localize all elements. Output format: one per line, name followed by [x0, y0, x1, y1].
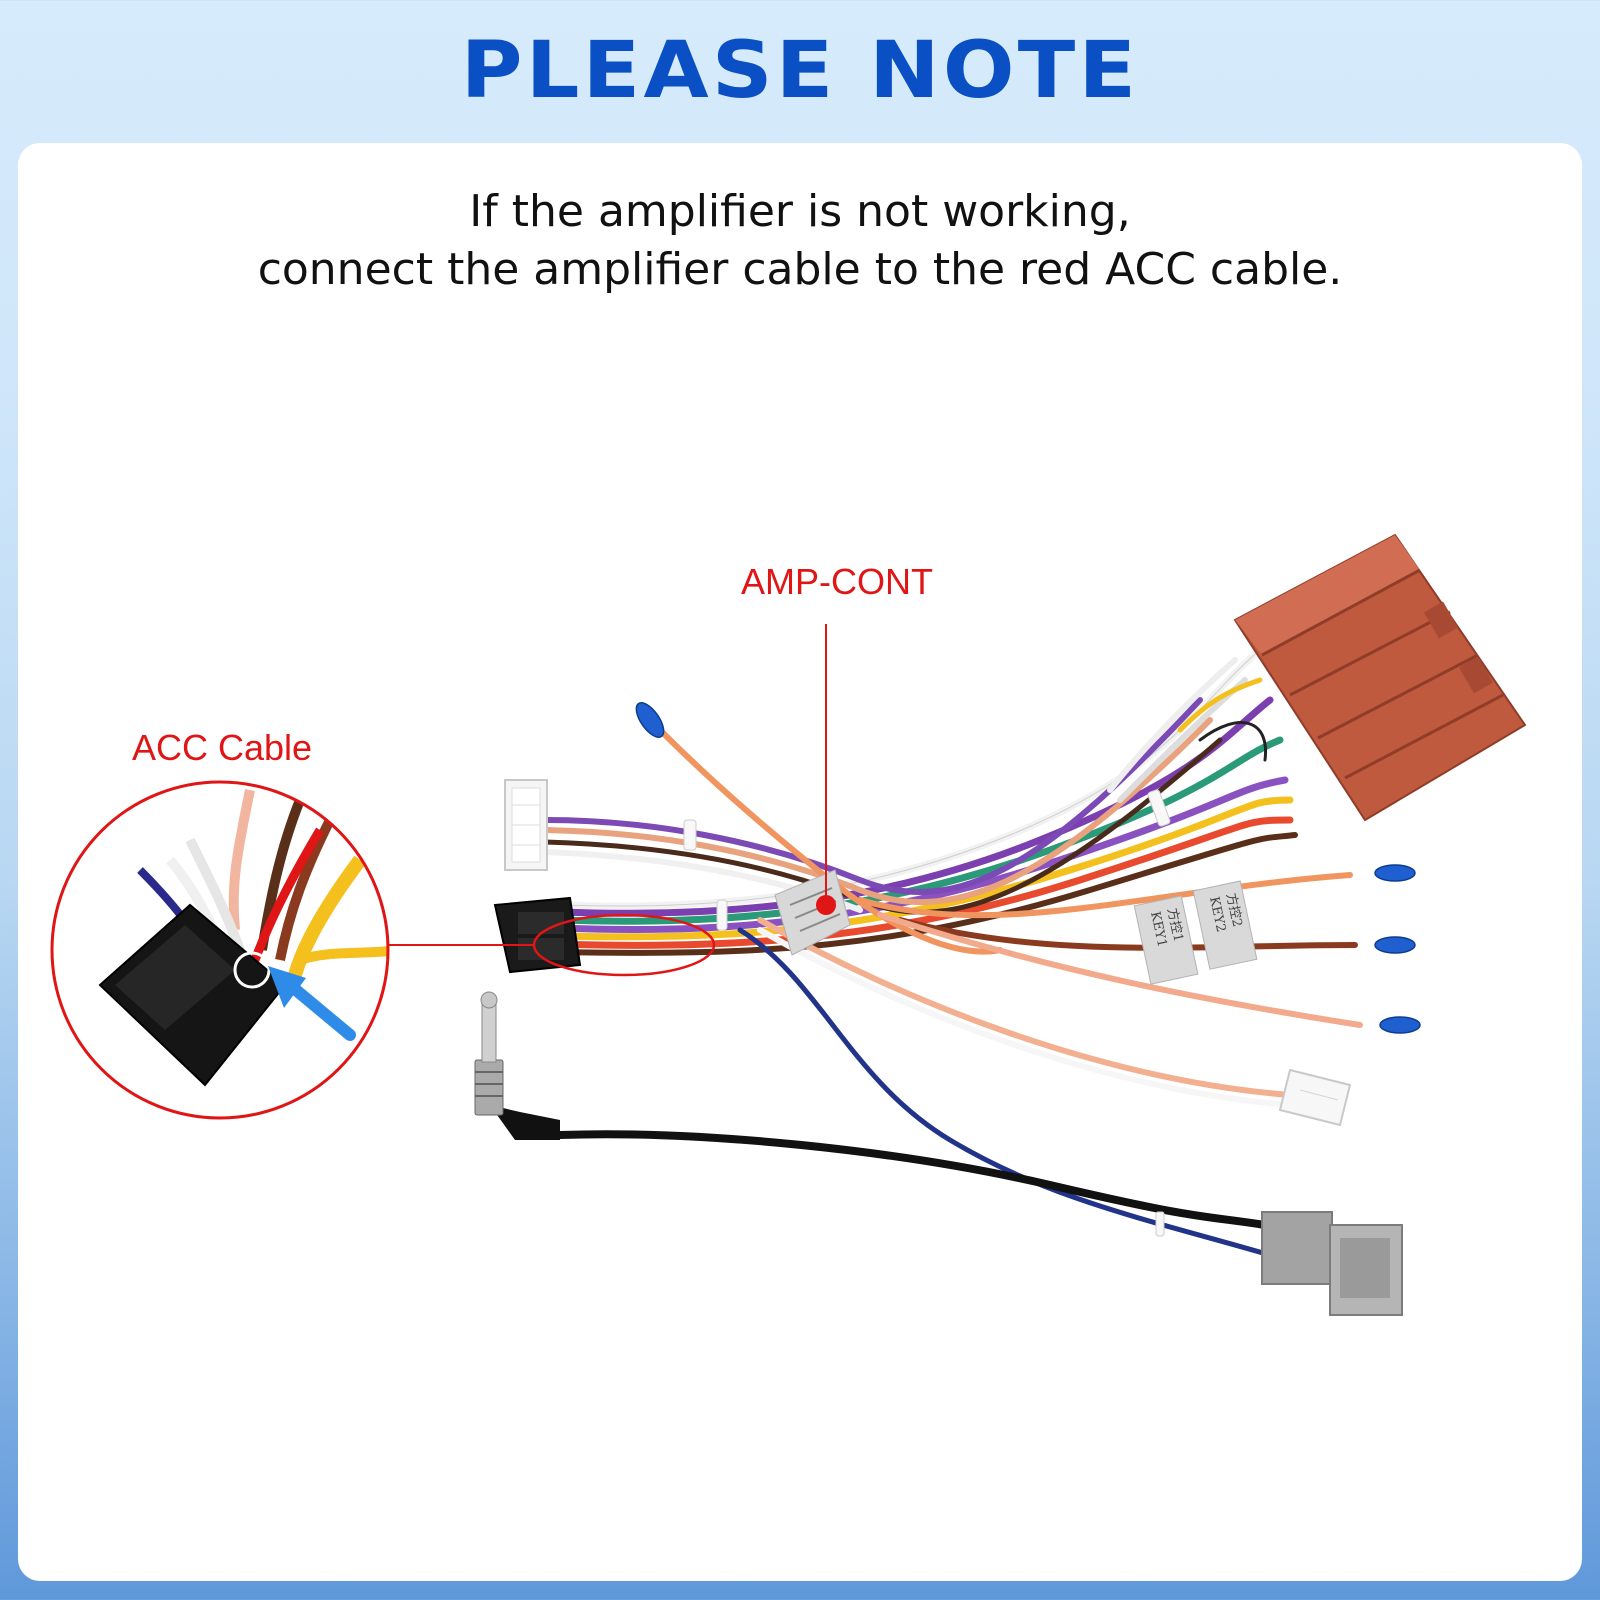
key2-tag: 方控2 KEY2 — [1192, 880, 1258, 970]
amp-cont-label: AMP-CONT — [741, 561, 933, 602]
note-line-2: connect the amplifier cable to the red A… — [257, 244, 1343, 295]
brown-main-connector — [1233, 533, 1527, 822]
note-line-1: If the amplifier is not working, — [469, 186, 1131, 237]
acc-cable-callout: ACC Cable — [50, 727, 716, 1120]
cable-ties — [683, 789, 1171, 1237]
white-connector-top — [504, 779, 548, 871]
acc-cable-label: ACC Cable — [132, 727, 312, 768]
amp-cont-callout: AMP-CONT — [741, 561, 933, 915]
key1-text: KEY1 — [1147, 910, 1169, 948]
key2-cn-text: 方控2 — [1223, 892, 1246, 929]
key1-cn-text: 方控1 — [1164, 906, 1187, 943]
blue-wire-caps — [635, 702, 1421, 1034]
small-white-plug — [1278, 1068, 1352, 1127]
acc-zoom-view — [52, 782, 388, 1118]
wire-label-tag — [774, 869, 851, 956]
key-tags: 方控1 KEY1 方控2 KEY2 — [1133, 880, 1258, 985]
antenna-plug — [474, 991, 560, 1140]
gray-connector — [1261, 1211, 1403, 1316]
wire-bundle — [542, 646, 1363, 1258]
key1-tag: 方控1 KEY1 — [1133, 895, 1199, 985]
key2-text: KEY2 — [1206, 895, 1228, 933]
page-title: PLEASE NOTE — [460, 26, 1140, 116]
